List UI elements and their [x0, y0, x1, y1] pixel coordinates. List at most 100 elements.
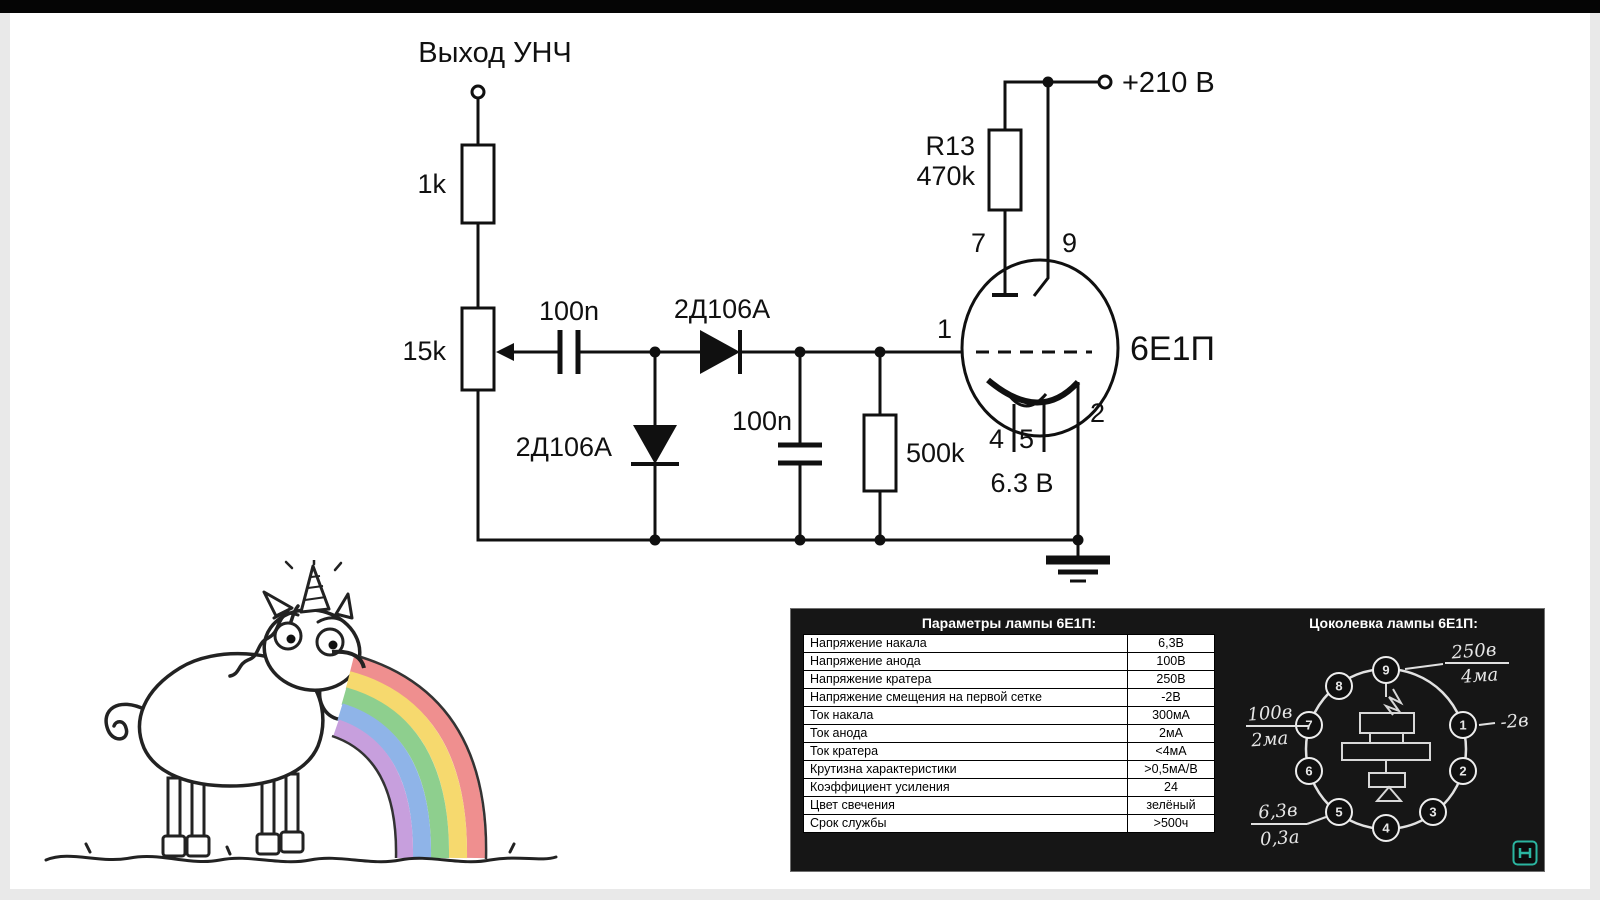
pupil: [328, 640, 338, 650]
horn: [299, 564, 331, 614]
pin-number: 1: [1459, 718, 1466, 733]
pin-number: 6: [1305, 764, 1312, 779]
junction-dot: [794, 346, 806, 358]
eyebrow: [272, 611, 300, 620]
tube-envelope: [960, 258, 1120, 438]
pin-circle: [1449, 711, 1477, 739]
ground-squiggle: [44, 854, 558, 864]
electrode: [1341, 742, 1431, 761]
sparkle-ticks: [284, 560, 343, 572]
eyebrow: [316, 616, 343, 624]
socket-pins: 1 2 3 4 5 6 7: [1295, 656, 1477, 842]
annotation-text: 6,3в: [1258, 800, 1298, 824]
label-r13-value: 470k: [916, 161, 975, 191]
rainbow-stripe-purple: [332, 719, 414, 859]
junction-dot: [794, 534, 806, 546]
pin-number: 3: [1429, 805, 1436, 820]
unicorn-rainbow-illustration: [44, 560, 558, 864]
pin-circle: [1419, 798, 1447, 826]
hoof: [279, 830, 305, 854]
junction-dot: [649, 534, 661, 546]
param-value-cell: >0,5мА/В: [1127, 760, 1215, 779]
diode-triangle: [700, 330, 740, 374]
pin-number: 5: [1335, 805, 1342, 820]
horn-stripe: [310, 575, 321, 578]
param-name-cell: Напряжение анода: [803, 652, 1128, 671]
param-value-cell: 24: [1127, 778, 1215, 797]
pot-wiper-arrow: [496, 343, 514, 361]
rainbow-stripe-yellow: [345, 671, 468, 859]
internal-electrodes: [1341, 683, 1431, 802]
rainbow-outline: [353, 653, 488, 860]
logo-glyph: [1518, 848, 1532, 858]
junction-dot: [874, 534, 886, 546]
cathode-arc: [986, 377, 1081, 406]
label-pin4: 4: [989, 424, 1004, 454]
screen-annotation: 100в 2ма: [1247, 701, 1293, 752]
pin-circle: [1372, 656, 1400, 684]
table-row: Напряжение накала 6,3В: [803, 634, 1215, 653]
horn-stripes: [304, 575, 327, 601]
leader-line: [1478, 722, 1496, 726]
junction-dot: [874, 346, 886, 358]
circuit-schematic: Выход УНЧ 1k 15k 100n 2Д106А 2Д106А 100n…: [402, 37, 1215, 583]
tube-params-table: Напряжение накала 6,3В Напряжение анода …: [803, 634, 1215, 833]
rainbow-outline: [331, 734, 398, 859]
leader-line: [1306, 816, 1327, 825]
horn-stripe: [304, 596, 327, 601]
capacitor-c1: [557, 330, 581, 374]
param-name-cell: Срок службы: [803, 814, 1128, 833]
label-c2: 100n: [732, 406, 792, 436]
tube-6e1p-symbol: [960, 258, 1120, 438]
rainbow-stripe-blue: [337, 703, 432, 859]
pin-5: 5: [1325, 798, 1353, 826]
pin-1: 1: [1449, 711, 1477, 739]
hoof: [161, 834, 187, 858]
table-row: Напряжение кратера 250В: [803, 670, 1215, 689]
label-r1: 1k: [417, 169, 446, 199]
param-value-cell: <4мА: [1127, 742, 1215, 761]
electrode-triangle: [1374, 785, 1404, 802]
hoof: [255, 832, 281, 856]
unicorn-ears: [262, 590, 354, 620]
ground-line: [44, 842, 558, 864]
pin-circle: [1325, 798, 1353, 826]
param-name-cell: Цвет свечения: [803, 796, 1128, 815]
param-name-cell: Ток анода: [803, 724, 1128, 743]
mouth-arc: [331, 649, 366, 669]
tube-info-panel: Параметры лампы 6Е1П: Напряжение накала …: [790, 608, 1545, 872]
diode-triangle: [633, 425, 677, 464]
electrode: [1368, 772, 1406, 788]
label-output: Выход УНЧ: [418, 37, 572, 69]
diode-d1: [700, 330, 742, 374]
table-row: Крутизна характеристики >0,5мА/В: [803, 760, 1215, 779]
tick: [333, 561, 343, 572]
label-d1: 2Д106А: [674, 294, 770, 324]
param-value-cell: 250В: [1127, 670, 1215, 689]
ear: [334, 592, 354, 620]
hatched-electrode: [1383, 688, 1404, 716]
unicorn-horn: [284, 560, 343, 614]
pin-number: 4: [1382, 821, 1390, 836]
param-name-cell: Ток кратера: [803, 742, 1128, 761]
label-d2: 2Д106А: [516, 432, 612, 462]
pin-6: 6: [1295, 757, 1323, 785]
output-terminal: [470, 84, 486, 100]
label-pin7: 7: [971, 228, 986, 258]
param-name-cell: Напряжение кратера: [803, 670, 1128, 689]
potentiometer-15k: [460, 306, 496, 392]
param-value-cell: 100В: [1127, 652, 1215, 671]
pin-number: 8: [1335, 679, 1342, 694]
param-name-cell: Напряжение смещения на первой сетке: [803, 688, 1128, 707]
resistor-1k: [460, 143, 496, 225]
label-heater: 6.3 В: [990, 468, 1053, 498]
wire: [1003, 80, 1099, 130]
param-value-cell: зелёный: [1127, 796, 1215, 815]
electrode: [1359, 712, 1415, 734]
resistor-500k: [862, 413, 898, 493]
tail-curl: [104, 702, 148, 741]
label-r2: 500k: [906, 438, 965, 468]
tube-pinout-diagram: 1 2 3 4 5 6 7: [1246, 639, 1529, 850]
pin-number: 9: [1382, 663, 1389, 678]
annotation-text: 2ма: [1249, 728, 1288, 752]
